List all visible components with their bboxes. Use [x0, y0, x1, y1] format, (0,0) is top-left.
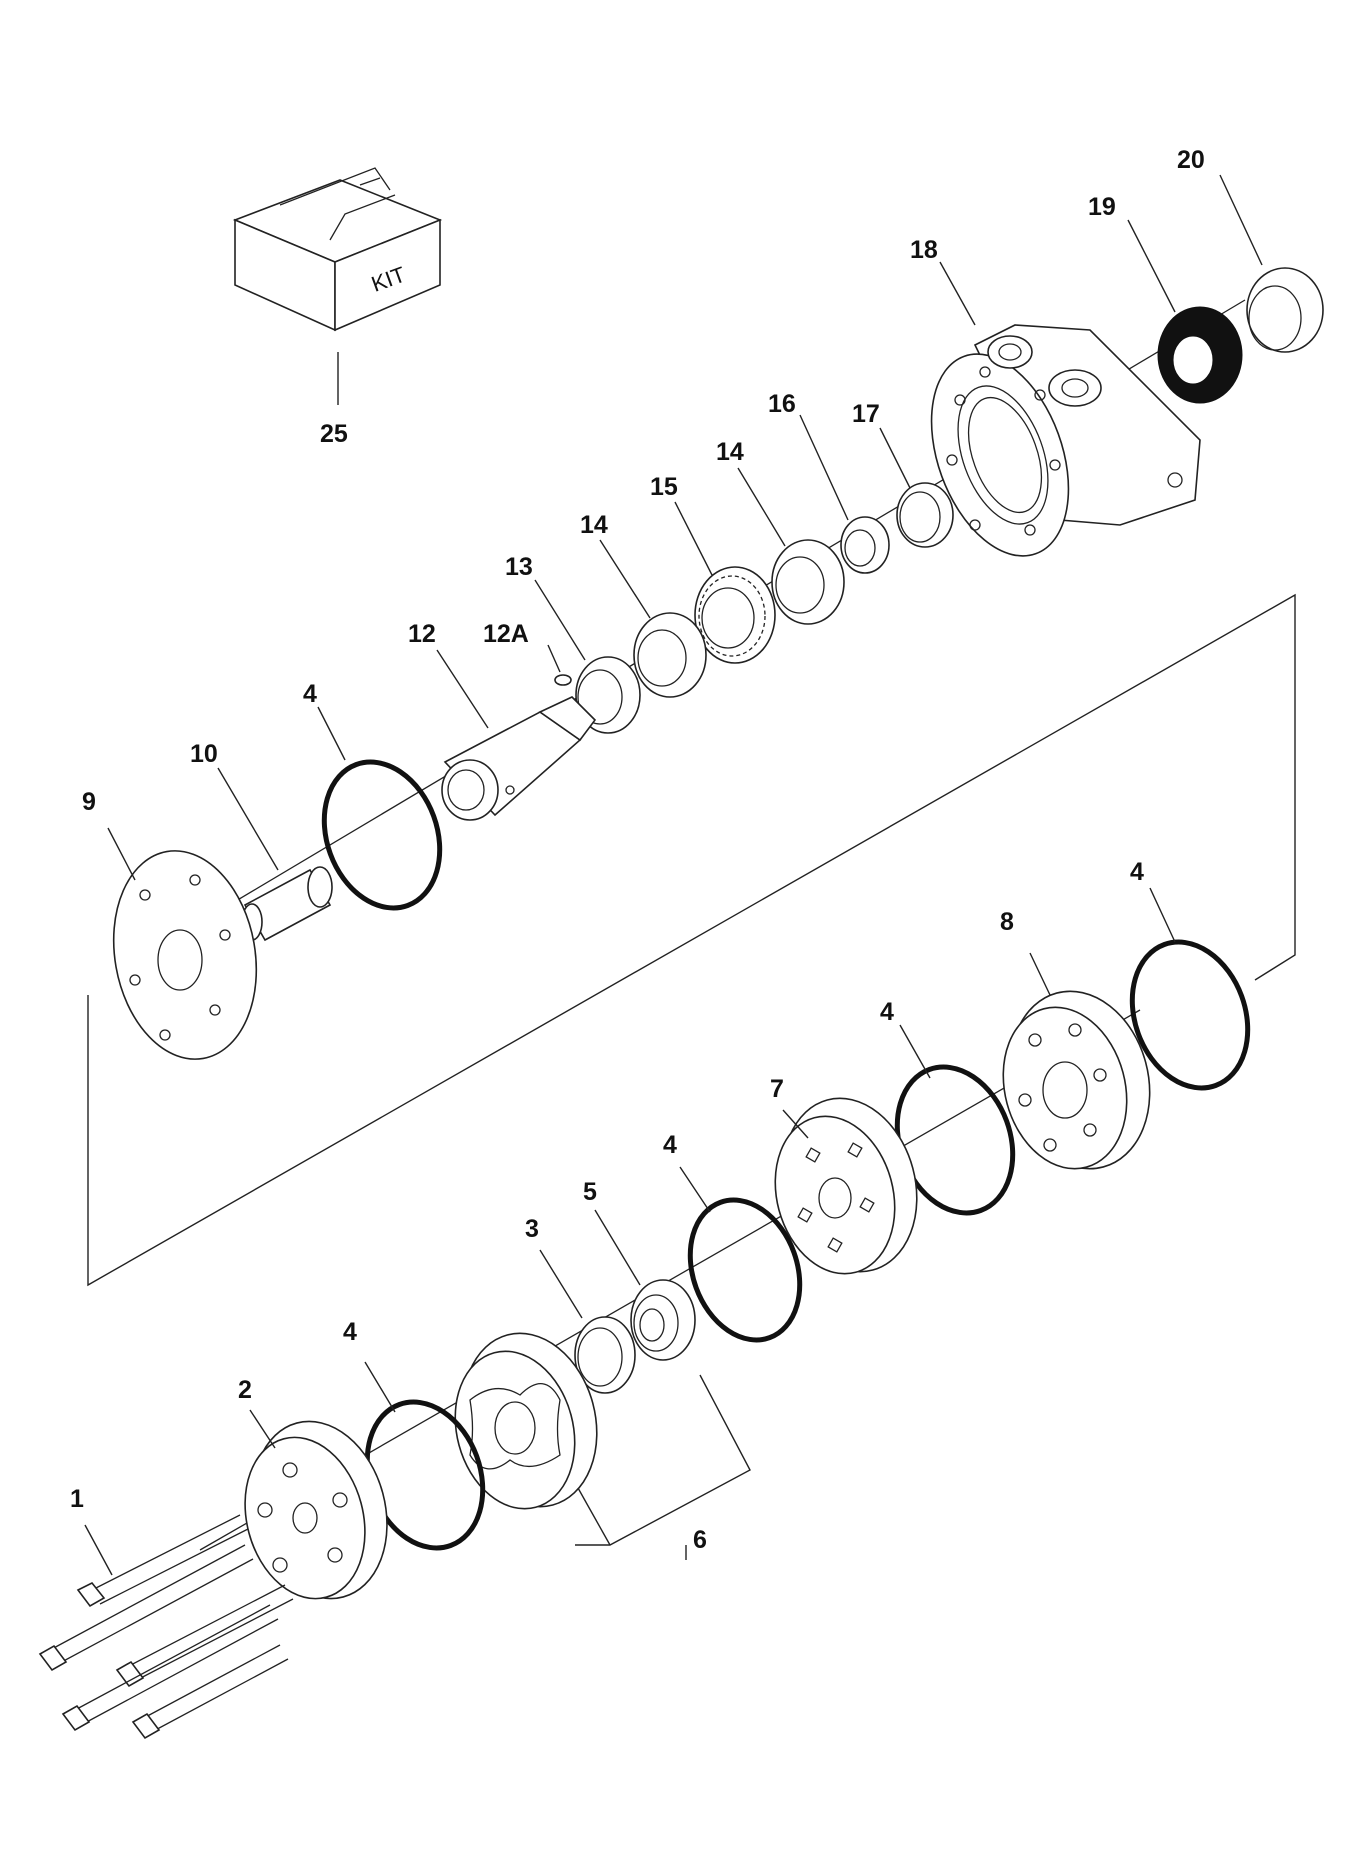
- callout-4-left-middle: 4: [663, 1131, 677, 1159]
- leader-line: [799, 414, 849, 521]
- callout-4-upper: 4: [303, 680, 317, 708]
- leader-line: [436, 649, 489, 729]
- leader-line: [939, 261, 976, 326]
- callout-4-right: 4: [1130, 858, 1144, 886]
- callout-14-lower: 14: [580, 511, 608, 539]
- dust-cap-ring: [1246, 267, 1324, 353]
- leader-line: [1149, 887, 1176, 943]
- leader-line: [249, 1409, 276, 1449]
- callout-6: 6: [693, 1526, 707, 1554]
- valve-plate: [1002, 990, 1151, 1170]
- callout-12: 12: [408, 620, 436, 648]
- drive-link: [241, 866, 333, 942]
- leader-line: [364, 1361, 396, 1413]
- callout-20: 20: [1177, 146, 1205, 174]
- thrust-washer: [840, 516, 890, 574]
- leader-line: [539, 1249, 583, 1319]
- callout-3: 3: [525, 1215, 539, 1243]
- leader-line: [879, 427, 911, 489]
- leader-line: [737, 467, 786, 547]
- callout-4-middle: 4: [880, 998, 894, 1026]
- leader-line: [674, 501, 713, 576]
- o-ring-right: [1129, 939, 1251, 1091]
- end-plate: [112, 850, 258, 1060]
- callout-4-lower: 4: [343, 1318, 357, 1346]
- callout-14-upper: 14: [716, 438, 744, 466]
- callout-18: 18: [910, 236, 938, 264]
- callout-5: 5: [583, 1178, 597, 1206]
- callout-13: 13: [505, 553, 533, 581]
- bearing-race: [575, 656, 641, 734]
- leader-line: [599, 539, 651, 619]
- leader-line: [217, 767, 279, 871]
- callout-12A: 12A: [483, 620, 529, 648]
- valve-housing: [774, 1097, 918, 1275]
- cap-screws: [38, 1514, 294, 1740]
- leader-line: [782, 1109, 809, 1139]
- end-cover: [244, 1420, 388, 1600]
- leader-line: [84, 1524, 113, 1576]
- shaft-seal-black: [1157, 306, 1243, 404]
- housing: [930, 324, 1201, 557]
- leader-line: [107, 827, 136, 881]
- callout-19: 19: [1088, 193, 1116, 221]
- leader-line: [1219, 174, 1263, 266]
- thrust-bearing: [694, 566, 776, 664]
- leader-line: [679, 1166, 711, 1213]
- thrust-washer-upper: [771, 539, 845, 625]
- callout-1: 1: [70, 1485, 84, 1513]
- geroler-set: [454, 1332, 598, 1510]
- callout-7: 7: [770, 1075, 784, 1103]
- leader-line: [1029, 952, 1051, 996]
- woodruff-key: [554, 674, 572, 686]
- group-bracket: [577, 1487, 611, 1546]
- callout-9: 9: [82, 788, 96, 816]
- callout-8: 8: [1000, 908, 1014, 936]
- callout-10: 10: [190, 740, 218, 768]
- group-bracket: [575, 1374, 751, 1546]
- assembly-connector-line: [87, 593, 1296, 1287]
- o-ring-left-middle: [687, 1197, 803, 1343]
- kit-box: KIT: [232, 167, 443, 332]
- leader-line: [899, 1024, 931, 1079]
- leader-line: [1127, 219, 1176, 313]
- leader-line: [317, 706, 346, 761]
- leader-line: [534, 579, 586, 661]
- snap-ring: [896, 482, 954, 548]
- thrust-washer-lower: [633, 612, 707, 698]
- callout-15: 15: [650, 473, 678, 501]
- leader-line: [594, 1209, 641, 1286]
- callout-2: 2: [238, 1376, 252, 1404]
- output-shaft: [441, 696, 597, 821]
- spacer-ring: [574, 1316, 636, 1394]
- o-ring-upper: [321, 759, 443, 911]
- callout-25: 25: [320, 420, 348, 448]
- callout-17: 17: [852, 400, 880, 428]
- callout-16: 16: [768, 390, 796, 418]
- balance-ring: [630, 1279, 696, 1361]
- leader-line: [547, 644, 561, 673]
